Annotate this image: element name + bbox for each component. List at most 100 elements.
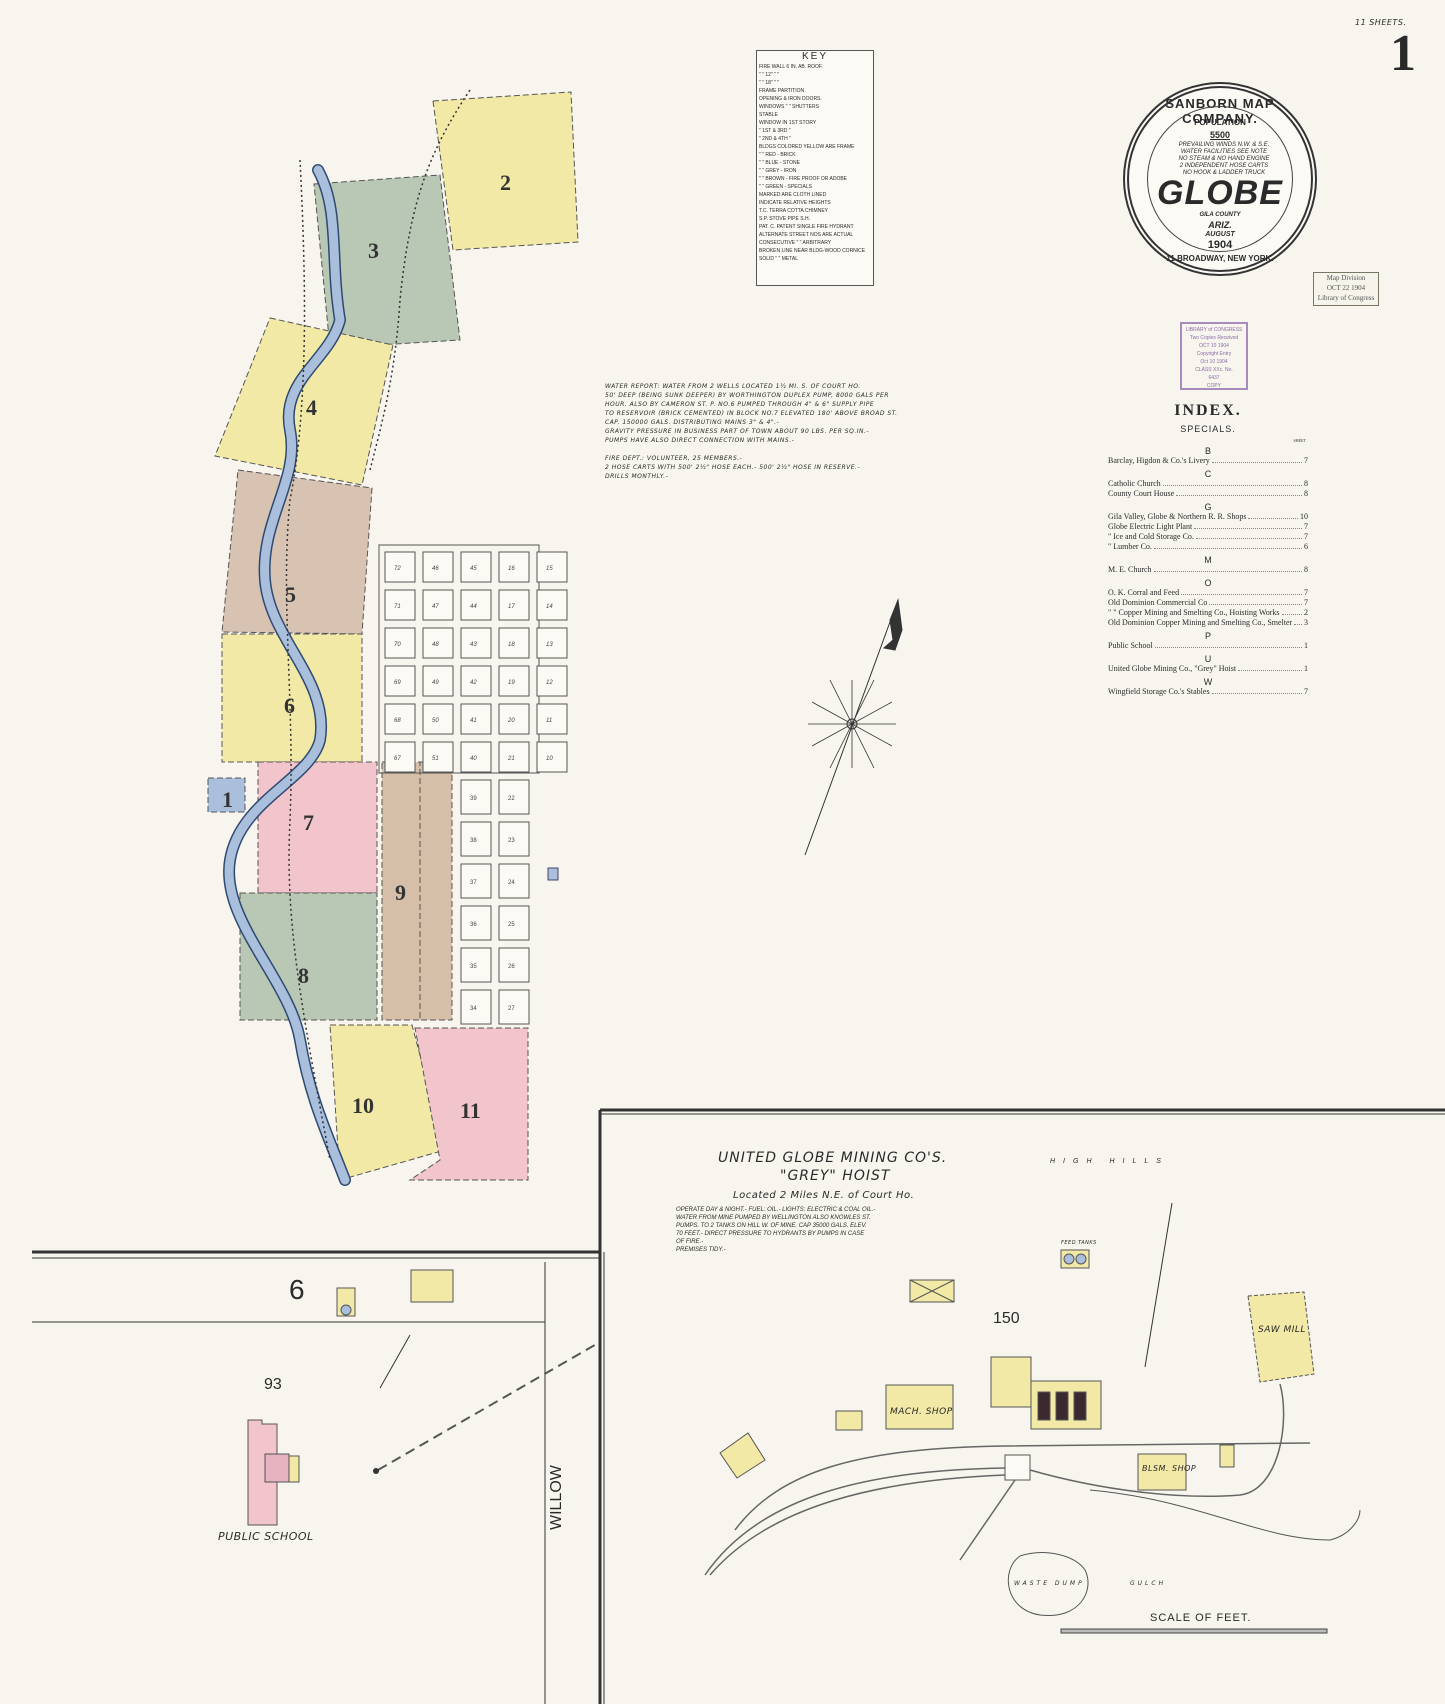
svg-text:20: 20 [507,718,515,724]
seal-year: 1904 [1207,239,1233,251]
block-num-11: 11 [460,1098,481,1123]
school-lot-number: 93 [264,1376,282,1393]
key-row: FRAME PARTITION [759,88,805,94]
water-report-line: FIRE DEPT.: VOLUNTEER, 25 MEMBERS.- [605,455,743,462]
sheet-block-4 [214,317,394,486]
block-num-7: 7 [303,810,314,835]
school-block-number: 6 [289,1274,305,1305]
block-num-9: 9 [395,880,406,905]
public-school-inset [247,1269,601,1526]
sheet-block-3 [313,174,461,349]
key-row: WINDOW IN 1ST STORY [759,120,817,126]
svg-text:10: 10 [546,756,553,762]
svg-text:43: 43 [470,642,477,648]
hoist-note-line: PUMPS. TO 2 TANKS ON HILL W. OF MINE. CA… [676,1223,867,1229]
index-sheet-header: SHEET [1293,438,1306,443]
key-row: MARKED ARE CLOTH LINED [759,192,827,198]
seal-note: PREVAILING WINDS N.W. & S.E. [1178,142,1270,148]
key-row: " " BLUE - STONE [759,160,800,166]
stamp-line: OCT 10 1904 [1199,343,1229,349]
svg-text:12: 12 [546,680,553,686]
index-entry: Gila Valley, Globe & Northern R. R. Shop… [1108,512,1308,521]
key-row: " 1ST & 3RD " [759,128,791,134]
key-row: SOLID " " METAL [759,256,799,262]
hoist-location: Located 2 Miles N.E. of Court Ho. [733,1190,915,1201]
svg-text:40: 40 [470,756,477,762]
svg-text:15: 15 [546,566,553,572]
svg-text:47: 47 [432,604,439,610]
index-title: INDEX. [1174,402,1242,419]
mach-shop-label: MACH. SHOP [890,1407,953,1417]
key-row: " 2ND & 4TH " [759,136,791,142]
blsm-shop-label: BLSM. SHOP [1142,1464,1197,1473]
stamp-line: COPY [1206,383,1222,389]
seal-month: AUGUST [1205,231,1235,238]
key-row: S.P. STOVE PIPE S.H. [759,216,810,222]
index-letter: C [1204,469,1212,479]
index-entry: Old Dominion Copper Mining and Smelting … [1108,618,1308,627]
key-row: " " 18" " " [759,80,779,86]
inset-frames [32,1108,1445,1704]
index-letter: B [1204,446,1211,456]
svg-text:23: 23 [508,838,515,844]
svg-text:18: 18 [508,642,515,648]
index-letter: U [1204,654,1212,664]
block-num-3: 3 [368,238,379,263]
svg-text:14: 14 [546,604,553,610]
seal-address: 11 BROADWAY, NEW YORK. [1166,254,1274,263]
key-row: INDICATE RELATIVE HEIGHTS [759,200,831,206]
index-subtitle: SPECIALS. [1180,424,1236,434]
stamp-line: Map Division [1326,274,1366,282]
seal-note: NO STEAM & NO HAND ENGINE [1178,156,1270,162]
feed-tanks-label: FEED TANKS [1061,1240,1097,1246]
svg-text:17: 17 [508,604,515,610]
index-letter: G [1204,502,1212,512]
willow-street-label: WILLOW [548,1465,565,1530]
railroad-branch [369,89,471,471]
water-report-note: WATER REPORT: WATER FROM 2 WELLS LOCATED… [605,382,945,481]
block-num-10: 10 [352,1093,374,1118]
water-report-line: TO RESERVOIR (BRICK CEMENTED) IN BLOCK N… [605,410,898,417]
stamp-line: Library of Congress [1317,294,1375,302]
hoist-note-line: OPERATE DAY & NIGHT.- FUEL: OIL.- LIGHTS… [676,1207,876,1213]
svg-text:19: 19 [508,680,515,686]
hoist-lot-number: 150 [993,1310,1020,1327]
svg-text:13: 13 [546,642,553,648]
sheet-block-1 [207,777,246,813]
block-num-4: 4 [306,395,317,420]
seal-notes: PREVAILING WINDS N.W. & S.E.WATER FACILI… [1159,142,1289,177]
key-row: PAT. C. PATENT SINGLE FIRE HYDRANT [759,224,854,230]
key-rows: FIRE WALL 6 IN. AB. ROOF." " 12" " "" " … [759,63,871,263]
water-report-line: 50' DEEP (BEING SUNK DEEPER) BY WORTHING… [605,392,889,399]
hoist-subtitle: "GREY" HOIST [780,1168,891,1184]
svg-text:21: 21 [507,756,515,762]
svg-text:41: 41 [470,718,477,724]
stamp-line: LIBRARY of CONGRESS [1185,327,1243,333]
scale-label: SCALE OF FEET. [1150,1612,1252,1624]
water-report-line: DRILLS MONTHLY.- [605,473,669,480]
key-row: ALTERNATE STREET NOS ARE ACTUAL [759,232,854,238]
key-row: OPENING & IRON DOORS. [759,96,822,102]
svg-text:70: 70 [394,642,401,648]
svg-text:46: 46 [432,566,439,572]
hoist-note-line: PREMISES TIDY.- [676,1247,726,1253]
water-report-line: PUMPS HAVE ALSO DIRECT CONNECTION WITH M… [605,437,795,444]
svg-text:24: 24 [508,880,515,886]
sheet-count-label: 11 SHEETS. [1355,18,1407,27]
hoist-note-line: 70 FEET.- DIRECT PRESSURE TO HYDRANTS BY… [676,1231,865,1237]
svg-text:68: 68 [394,718,401,724]
index-entry: " " Copper Mining and Smelting Co., Hois… [1108,608,1308,617]
svg-text:42: 42 [470,680,477,686]
key-row: BLDGS COLORED YELLOW ARE FRAME [759,144,855,150]
hoist-title: UNITED GLOBE MINING CO'S. [718,1150,948,1166]
svg-text:36: 36 [470,922,477,928]
